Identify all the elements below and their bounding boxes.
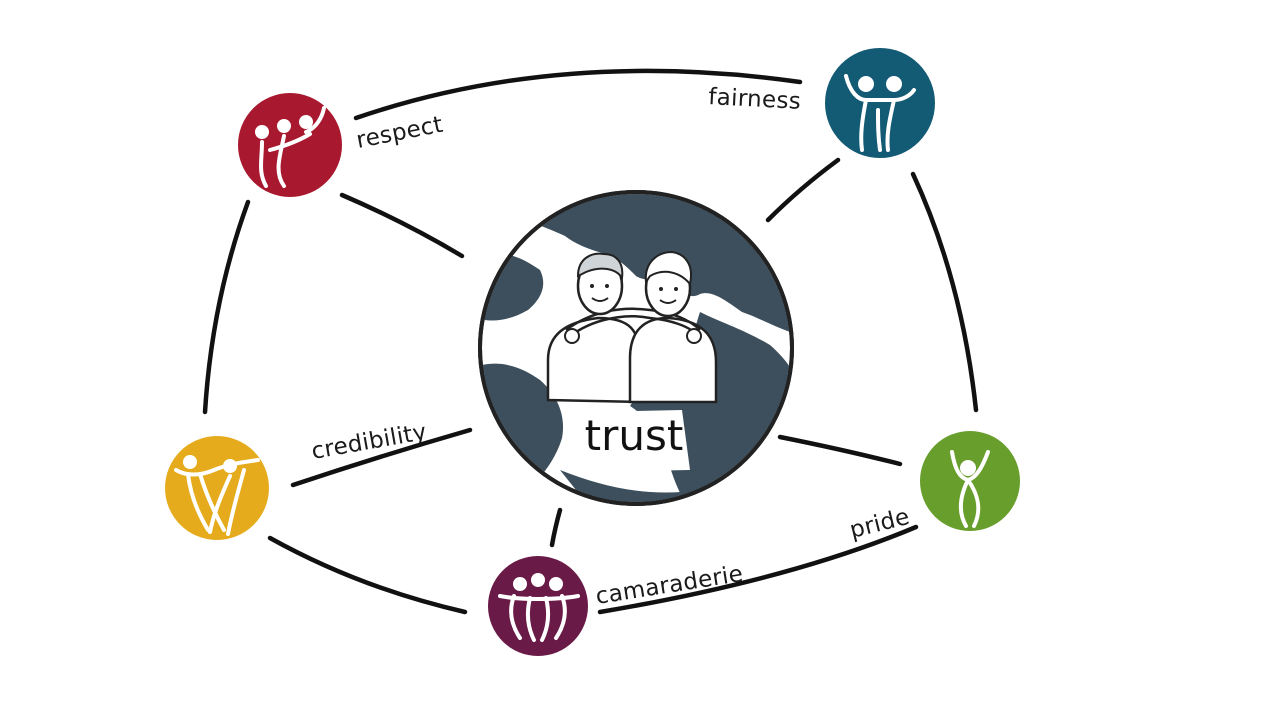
- camaraderie-figures-icon: [498, 573, 580, 642]
- link-fairness-trust: [765, 157, 841, 223]
- fairness-label: fairness: [708, 84, 802, 115]
- link-pride-trust: [777, 434, 903, 467]
- land-south: [560, 470, 760, 502]
- credibility-figures-icon: [174, 455, 260, 536]
- link-respect-fairness: [353, 68, 803, 121]
- pride-figure-icon: [950, 450, 990, 528]
- trust-label: trust: [585, 411, 684, 460]
- link-credibility-trust: [290, 427, 473, 488]
- respect-node: [238, 93, 342, 197]
- link-respect-trust: [339, 192, 465, 259]
- trust-globe: trust: [478, 190, 794, 506]
- camaraderie-label: camaraderie: [594, 561, 745, 610]
- link-credibility-camaraderie: [267, 535, 468, 615]
- respect-label: respect: [354, 112, 445, 154]
- link-camaraderie-pride: [597, 524, 919, 615]
- trust-label-backdrop: [580, 410, 690, 472]
- friends-illustration: [546, 250, 718, 404]
- fairness-node: [825, 48, 935, 158]
- fairness-circle: [825, 48, 935, 158]
- network-links: [202, 68, 979, 615]
- link-respect-credibility: [202, 199, 251, 415]
- pride-label: pride: [847, 504, 912, 544]
- credibility-node: [165, 436, 269, 540]
- camaraderie-circle: [488, 556, 588, 656]
- camaraderie-node: [488, 556, 588, 656]
- credibility-circle: [165, 436, 269, 540]
- link-fairness-pride: [910, 171, 979, 413]
- fairness-figures-icon: [844, 74, 916, 152]
- link-camaraderie-trust: [549, 507, 563, 548]
- pride-node: [920, 431, 1020, 531]
- respect-figures-icon: [255, 106, 326, 188]
